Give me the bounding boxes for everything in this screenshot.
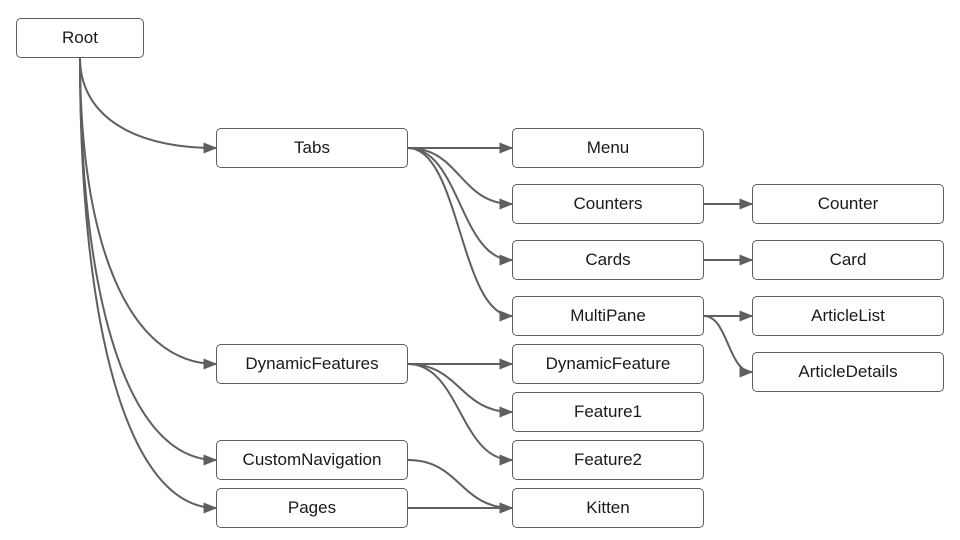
edge-root-to-custom_navigation bbox=[79, 57, 218, 466]
node-counters: Counters bbox=[512, 184, 704, 224]
edge-tabs-to-cards bbox=[407, 147, 514, 266]
node-counter: Counter bbox=[752, 184, 944, 224]
edge-dynamic_features-to-feature1 bbox=[407, 363, 514, 418]
edge-root-to-tabs bbox=[79, 57, 218, 154]
node-card: Card bbox=[752, 240, 944, 280]
edges-group bbox=[79, 57, 754, 514]
edge-custom_navigation-to-kitten bbox=[407, 459, 514, 514]
edge-tabs-to-counters bbox=[407, 147, 514, 210]
edge-root-to-pages bbox=[79, 57, 218, 514]
edge-root-to-dynamic_features bbox=[79, 57, 218, 370]
node-menu: Menu bbox=[512, 128, 704, 168]
node-tabs: Tabs bbox=[216, 128, 408, 168]
node-multipane: MultiPane bbox=[512, 296, 704, 336]
node-feature1: Feature1 bbox=[512, 392, 704, 432]
node-article-list: ArticleList bbox=[752, 296, 944, 336]
node-dynamic-features: DynamicFeatures bbox=[216, 344, 408, 384]
node-feature2: Feature2 bbox=[512, 440, 704, 480]
edge-dynamic_features-to-feature2 bbox=[407, 363, 514, 466]
node-root: Root bbox=[16, 18, 144, 58]
node-pages: Pages bbox=[216, 488, 408, 528]
node-cards: Cards bbox=[512, 240, 704, 280]
edge-multipane-to-article_details bbox=[703, 315, 754, 378]
node-dynamic-feature: DynamicFeature bbox=[512, 344, 704, 384]
edge-tabs-to-multipane bbox=[407, 147, 514, 322]
node-kitten: Kitten bbox=[512, 488, 704, 528]
node-article-details: ArticleDetails bbox=[752, 352, 944, 392]
node-custom-navigation: CustomNavigation bbox=[216, 440, 408, 480]
